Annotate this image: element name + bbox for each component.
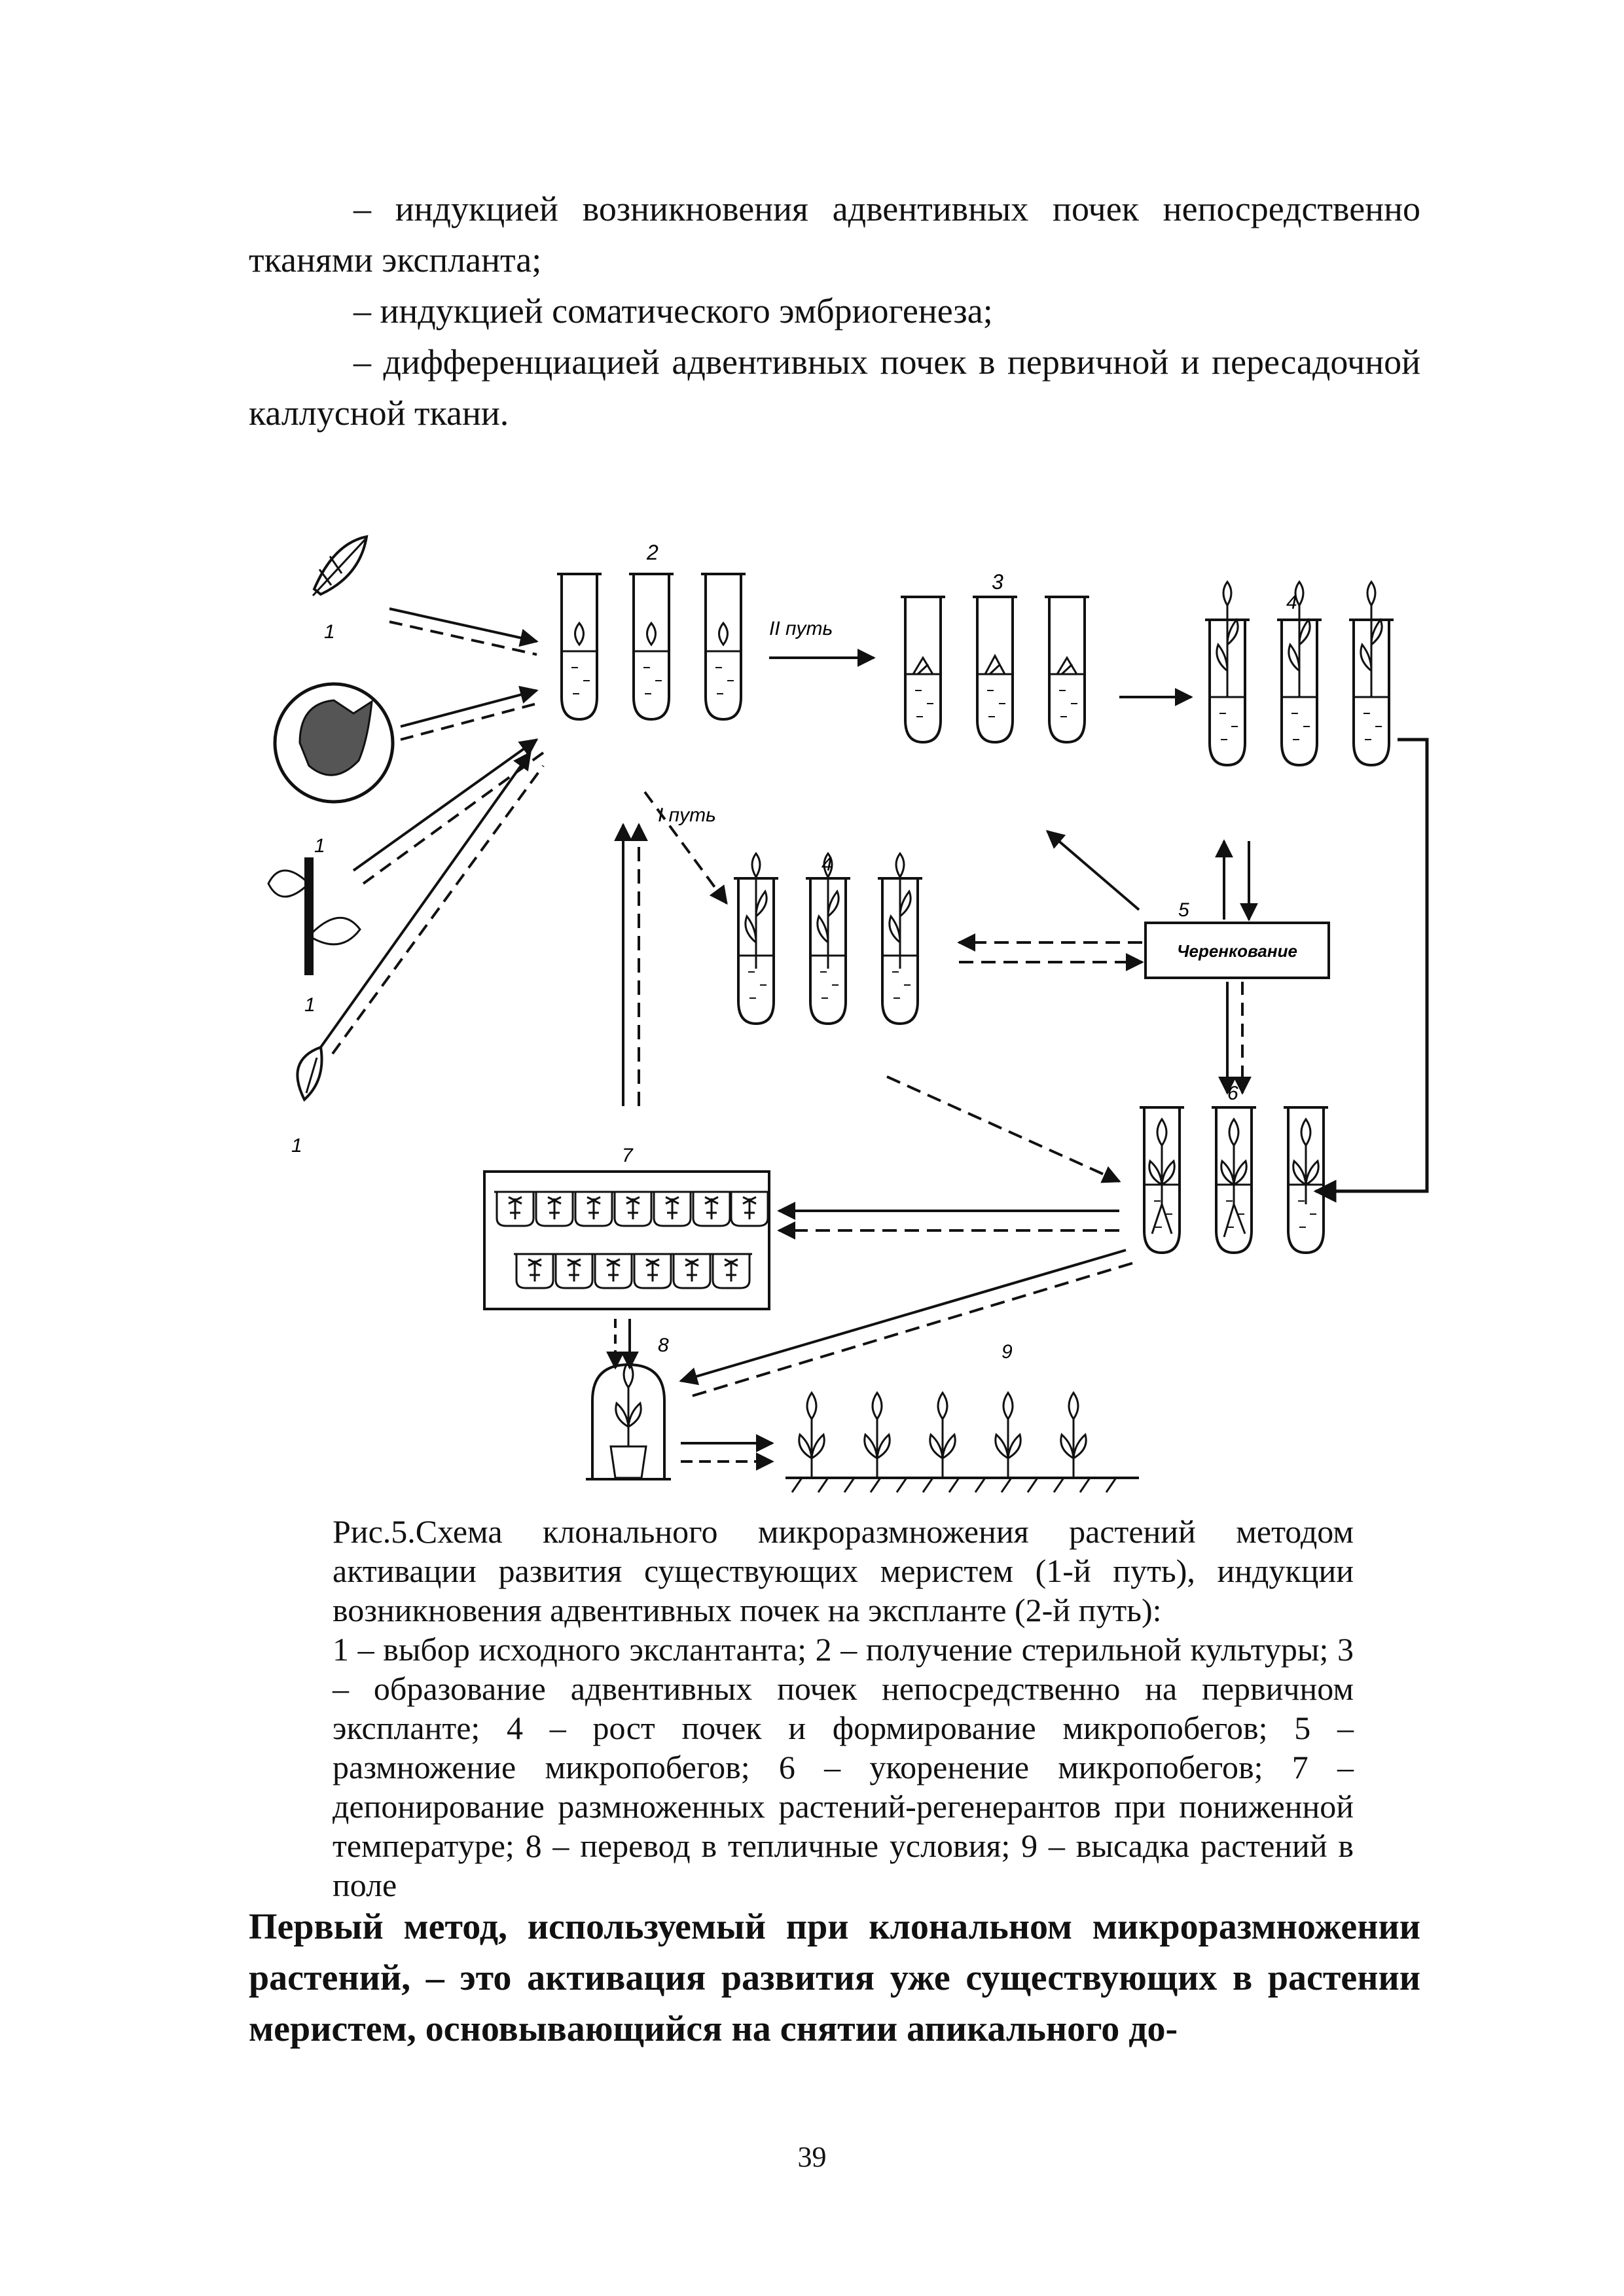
label-7: 7: [622, 1145, 634, 1166]
clonal-micropropagation-diagram: 1 1 1 1 2 II путь: [267, 535, 1429, 1493]
label-3: 3: [992, 570, 1003, 594]
path-ii-label: II путь: [769, 618, 833, 639]
label-8: 8: [658, 1335, 669, 1356]
label-6: 6: [1227, 1083, 1238, 1104]
arrow-box-to-tubes3: [1045, 830, 1140, 911]
label-4-top: 4: [1286, 592, 1297, 613]
explant-leaf-icon: [312, 535, 369, 597]
label-4-middle: 4: [821, 853, 833, 875]
explant-petri-dish-icon: [273, 682, 395, 804]
connector-tubes4-to-tubes6: [1313, 738, 1429, 1203]
tray-cells-row-1: [493, 1191, 772, 1227]
figure-caption: Рис.5.Схема клонального микроразмножения…: [333, 1512, 1354, 1905]
culture-tubes-2: [556, 573, 747, 721]
label-1-bud: 1: [291, 1135, 302, 1157]
label-9: 9: [1001, 1341, 1013, 1363]
cuttings-label: Черенкование: [1177, 941, 1297, 961]
label-1-stem: 1: [304, 994, 316, 1016]
arrow-tubes6-to-greenhouse-dashed: [687, 1262, 1133, 1399]
bold-paragraph: Первый метод, используемый при клонально…: [249, 1907, 1420, 2049]
deposition-tray-7: [483, 1170, 770, 1310]
arrows-explants-to-culture: [319, 607, 545, 1055]
caption-intro: Рис.5.Схема клонального микроразмножения…: [333, 1513, 1354, 1628]
arrow-path-i: [643, 791, 728, 905]
paragraph-adventive-buds: – индукцией возникновения адвентивных по…: [249, 189, 1420, 279]
arrow-tubes4-to-tubes6-dashed: [886, 1075, 1121, 1183]
culture-tubes-4-top: [1204, 581, 1395, 766]
rooting-tubes-6: [1138, 1106, 1329, 1254]
label-1-petri: 1: [314, 835, 325, 857]
explant-bud-icon: [296, 1045, 323, 1102]
cuttings-box: [1144, 922, 1330, 979]
paragraph-callus-differentiation: – дифференциацией адвентивных почек в пе…: [249, 342, 1420, 433]
label-5: 5: [1178, 899, 1189, 921]
paragraph-somatic-embryogenesis: – индукцией соматического эмбриогенеза;: [353, 291, 993, 331]
path-i-label: I путь: [658, 804, 716, 826]
label-1-leaf: 1: [324, 621, 335, 643]
tray-cells-row-2: [513, 1253, 753, 1289]
greenhouse-bell-jar: [586, 1360, 671, 1480]
page-number: 39: [797, 2141, 827, 2173]
arrow-tubes6-to-greenhouse-solid: [679, 1249, 1127, 1386]
caption-legend: 1 – выбор исходного экслантанта; 2 – пол…: [333, 1631, 1354, 1903]
explant-stem-cutting-icon: [267, 857, 361, 975]
culture-tubes-3: [899, 596, 1091, 744]
label-2: 2: [646, 541, 659, 564]
culture-tubes-4-middle: [732, 852, 924, 1025]
field-plants: [785, 1391, 1139, 1493]
